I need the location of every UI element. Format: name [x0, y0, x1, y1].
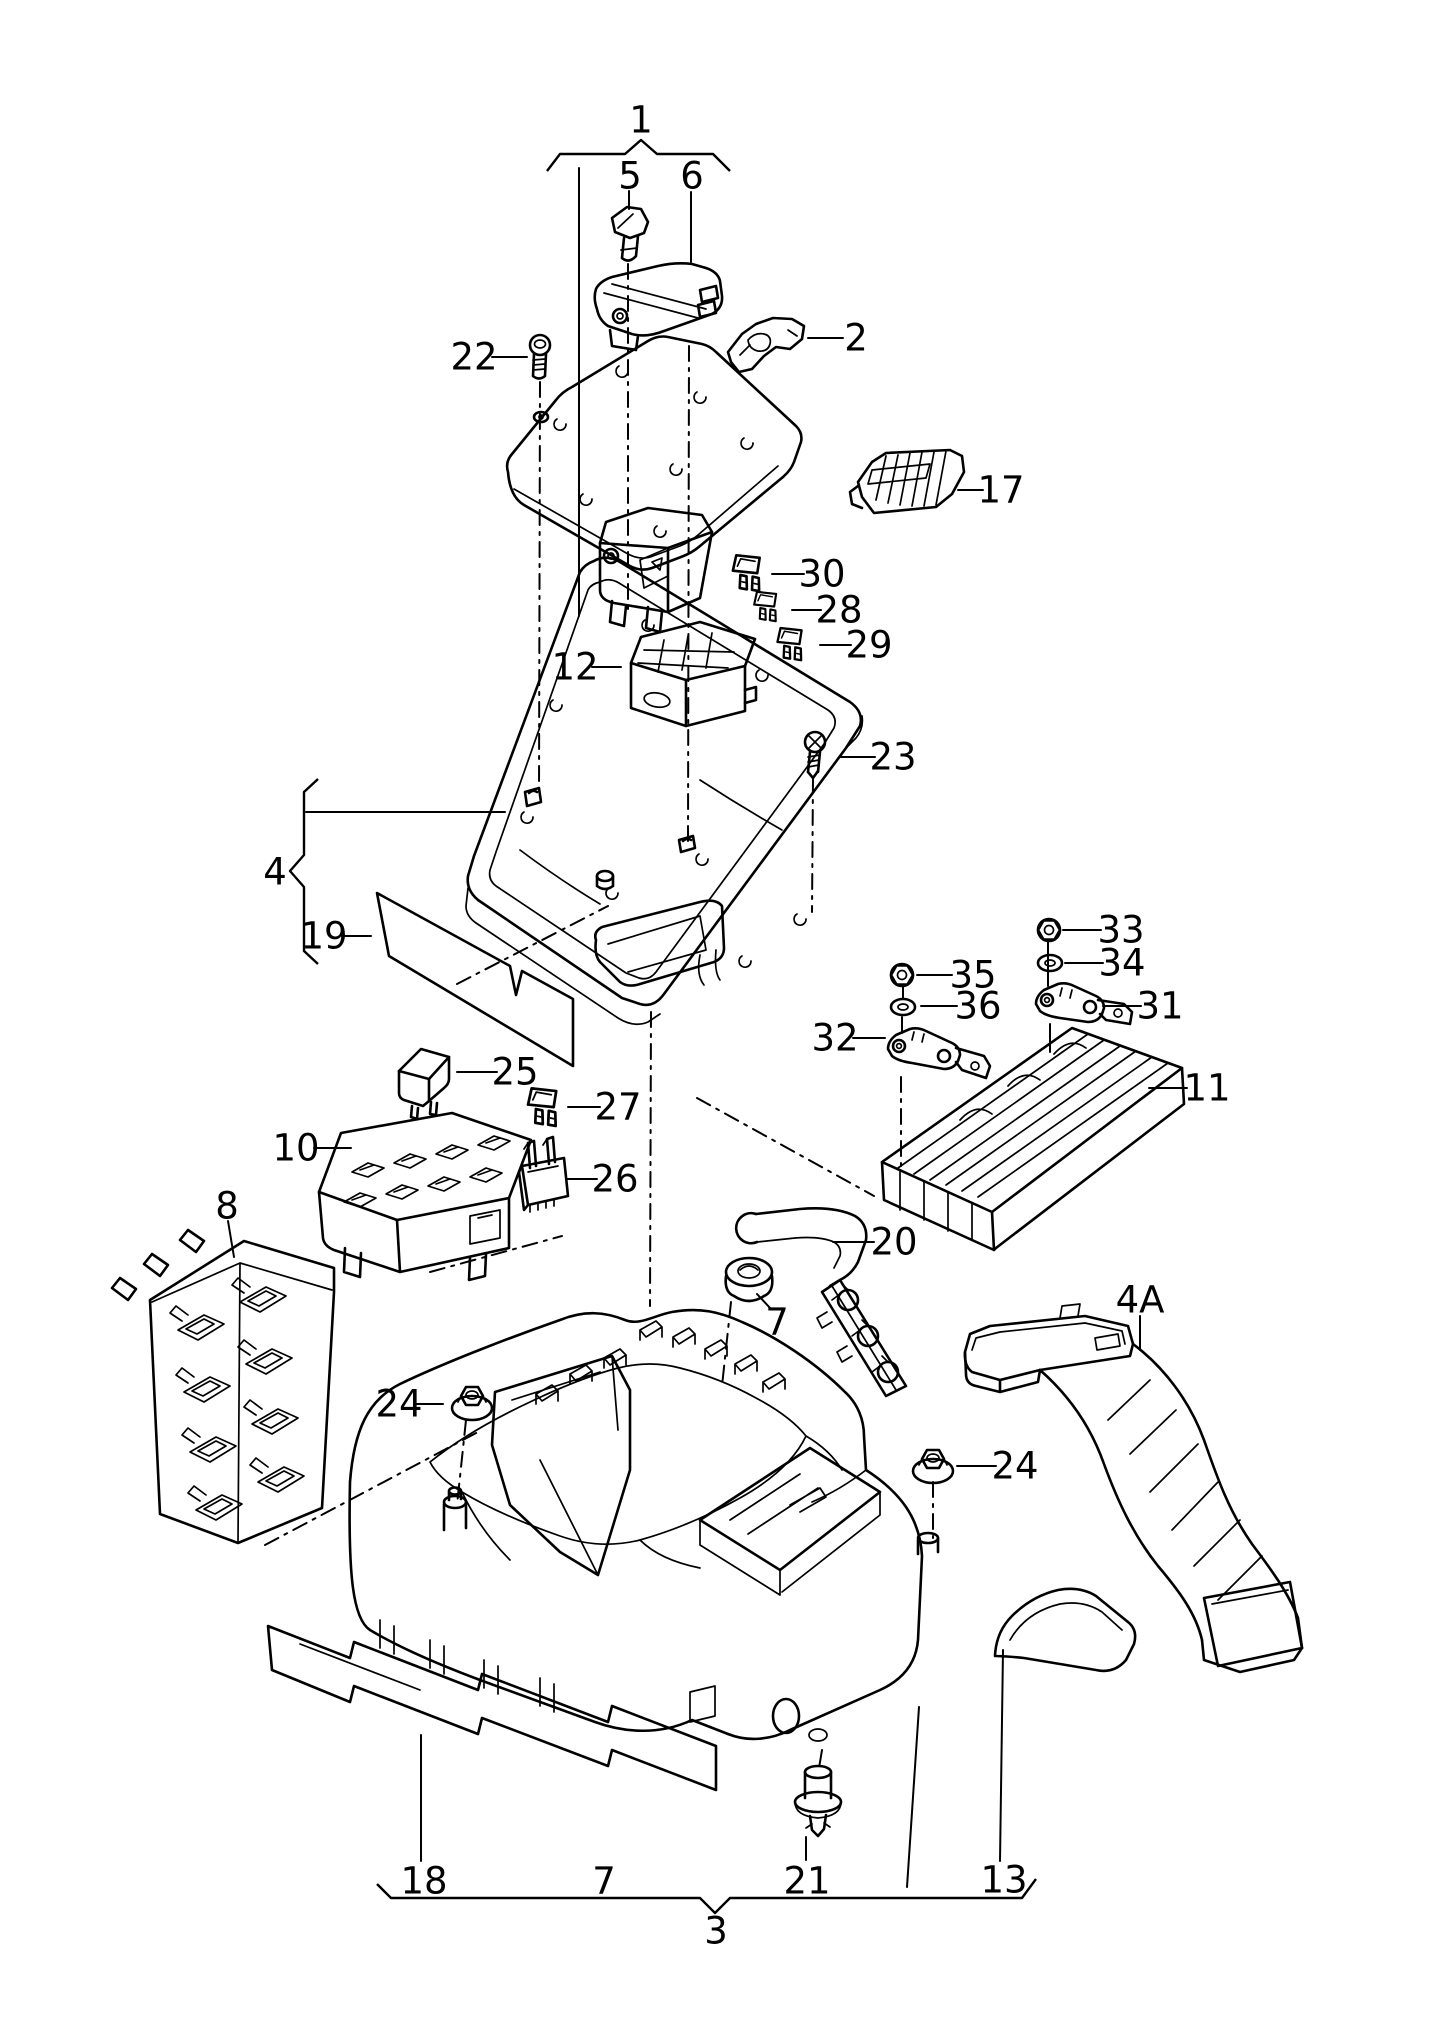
callout-label-18: 18 [400, 1860, 447, 1903]
assembly-axis-line [696, 1097, 875, 1197]
callout-label-7: 7 [765, 1301, 789, 1344]
nut-part24-left-drawing [450, 1385, 494, 1422]
callout-label-11: 11 [1183, 1067, 1230, 1110]
assembly-axis-line [687, 345, 690, 843]
callout-label-28: 28 [815, 589, 862, 632]
callout-label-24: 24 [375, 1383, 422, 1426]
nut-part24-right-drawing [911, 1448, 955, 1485]
grommet-part7-drawing [724, 1256, 774, 1303]
callout-label-27: 27 [594, 1086, 641, 1129]
bracket-part17-drawing [848, 448, 966, 515]
callout-label-25: 25 [491, 1051, 538, 1094]
callout-label-8: 8 [215, 1185, 239, 1228]
washer-part36-drawing [889, 997, 917, 1017]
group-3-bracket [376, 1878, 1037, 1915]
fuse-holder-part26-drawing [517, 1135, 570, 1213]
callout-label-32: 32 [811, 1017, 858, 1060]
nut-part33-drawing [1036, 917, 1062, 943]
push-pin-part21-drawing [793, 1764, 843, 1838]
callout-label-21: 21 [783, 1860, 830, 1903]
callout-label-33: 33 [1097, 909, 1144, 952]
fuse-panel-part8-drawing [110, 1228, 336, 1545]
callout-label-19: 19 [300, 915, 347, 958]
assembly-axis-line [264, 1431, 479, 1546]
assembly-axis-line [818, 1749, 823, 1769]
callout-label-3: 3 [704, 1910, 728, 1953]
callout-label-12: 12 [551, 646, 598, 689]
callout-label-5: 5 [618, 155, 642, 198]
callout-label-10: 10 [272, 1127, 319, 1170]
lower-housing-part3-drawing [348, 1308, 940, 1742]
callout-leader-line [227, 1220, 235, 1258]
callout-leader-line [999, 1649, 1004, 1862]
callout-label-36: 36 [954, 985, 1001, 1028]
wiring-bracket-part20-drawing [734, 1207, 908, 1398]
callout-label-2: 2 [844, 317, 868, 360]
callout-label-17: 17 [977, 469, 1024, 512]
fuse-holder-part12-drawing [629, 620, 758, 728]
callout-label-22: 22 [450, 336, 497, 379]
fusible-link-part32-drawing [886, 1027, 992, 1080]
callout-label-4: 4 [263, 851, 287, 894]
fusible-link-part31-drawing [1034, 982, 1134, 1026]
retaining-pin-part5-drawing [610, 205, 650, 262]
callout-label-20: 20 [870, 1221, 917, 1264]
callout-label-35: 35 [949, 954, 996, 997]
bottom-bracket-part18-drawing [266, 1624, 718, 1792]
callout-label-34: 34 [1098, 942, 1145, 985]
nut-part35-drawing [889, 962, 915, 988]
callout-label-26: 26 [591, 1158, 638, 1201]
assembly-axis-line [456, 1419, 467, 1506]
callout-label-23: 23 [869, 736, 916, 779]
label-sticker-part19-drawing [375, 891, 575, 1068]
relay-part25-drawing [397, 1047, 451, 1121]
callout-label-31: 31 [1136, 985, 1183, 1028]
assembly-axis-line [538, 381, 541, 795]
fuse-part30-drawing [730, 551, 765, 595]
fuse-part28-drawing [751, 588, 781, 625]
callout-label-29: 29 [845, 624, 892, 667]
assembly-axis-line [456, 905, 609, 985]
callout-label-30: 30 [798, 553, 845, 596]
callout-label-6: 6 [680, 155, 704, 198]
relay-carrier-part10-drawing [317, 1111, 533, 1282]
group-1-bracket [546, 138, 731, 172]
clip-part2-drawing [726, 316, 806, 374]
fuse-part29-drawing [774, 624, 806, 664]
mounting-tray-part4-drawing [465, 556, 864, 1026]
callout-label-24: 24 [991, 1445, 1038, 1488]
callout-label-1: 1 [629, 99, 653, 142]
callout-label-13: 13 [980, 1859, 1027, 1902]
assembly-axis-line [649, 1011, 652, 1307]
callout-label-4A: 4A [1116, 1279, 1165, 1322]
fusible-link-holder-part11-drawing [880, 1026, 1186, 1252]
callout-label-7: 7 [592, 1860, 616, 1903]
callout-leader-line [756, 1293, 772, 1310]
side-cover-part4A-drawing [963, 1303, 1304, 1674]
assembly-axis-line [721, 1301, 732, 1387]
screw-part22-drawing [528, 333, 552, 380]
relay-bracket-box-drawing [598, 506, 714, 634]
group-4-bracket [288, 778, 319, 965]
assembly-axis-line [811, 777, 814, 913]
callout-leader-line [906, 1706, 920, 1888]
washer-part34-drawing [1036, 953, 1064, 973]
top-cover-part1-drawing [505, 335, 803, 571]
assembly-axis-line [429, 1235, 563, 1273]
retaining-strap-part13-drawing [993, 1587, 1137, 1673]
